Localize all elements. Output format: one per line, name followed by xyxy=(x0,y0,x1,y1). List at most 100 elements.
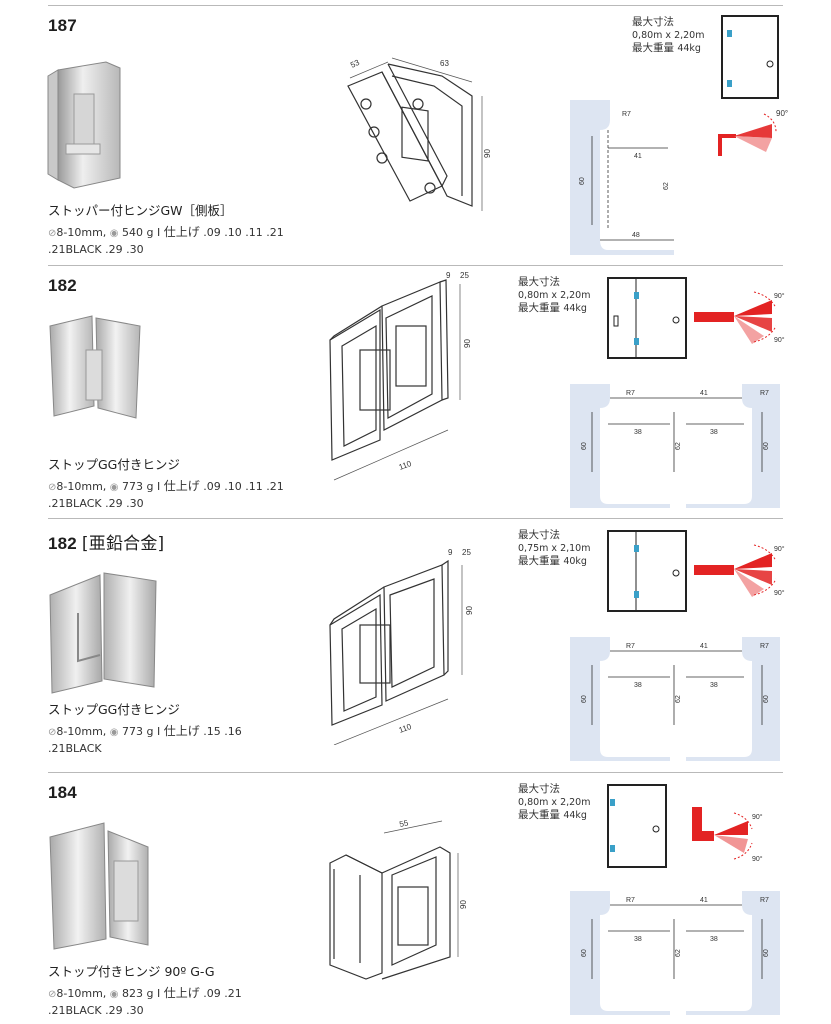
product-code: 182 [亜鉛合金] xyxy=(48,534,165,554)
separator xyxy=(48,772,783,773)
door-diagram xyxy=(721,15,779,99)
weight-icon: ◉ xyxy=(109,482,119,493)
product-spec: ⊘8-10mm, ◉ 773 g I 仕上げ .15 .16 .21BLACK xyxy=(48,724,242,755)
product-182-zinc: 182 [亜鉛合金] ストップGG付きヒンジ ⊘8-10mm, ◉ 773 g … xyxy=(0,519,831,772)
svg-text:R7: R7 xyxy=(760,643,769,650)
product-spec: ⊘8-10mm, ◉ 823 g I 仕上げ .09 .21 .21BLACK … xyxy=(48,986,242,1017)
product-photo xyxy=(49,315,141,419)
product-spec: ⊘8-10mm, ◉ 773 g I 仕上げ .09 .10 .11 .21 .… xyxy=(48,479,284,510)
separator xyxy=(48,265,783,266)
svg-text:90: 90 xyxy=(463,339,472,348)
svg-text:62: 62 xyxy=(663,182,670,190)
glass-thickness-icon: ⊘ xyxy=(48,228,57,239)
svg-text:38: 38 xyxy=(710,682,718,689)
product-photo xyxy=(47,61,121,189)
svg-text:90°: 90° xyxy=(774,589,785,597)
svg-text:25: 25 xyxy=(462,548,471,557)
svg-text:55: 55 xyxy=(399,818,410,829)
separator xyxy=(48,518,783,519)
svg-text:90°: 90° xyxy=(774,336,785,344)
svg-text:R7: R7 xyxy=(760,390,769,397)
svg-text:90°: 90° xyxy=(752,855,763,863)
max-limits: 最大寸法 0,80m x 2,20m 最大重量 44kg xyxy=(518,783,591,821)
svg-text:38: 38 xyxy=(634,936,642,943)
svg-text:90°: 90° xyxy=(774,545,785,553)
svg-text:60: 60 xyxy=(579,177,586,185)
svg-text:62: 62 xyxy=(675,442,682,450)
svg-text:60: 60 xyxy=(763,442,770,450)
max-limits: 最大寸法 0,80m x 2,20m 最大重量 44kg xyxy=(518,276,591,314)
svg-text:60: 60 xyxy=(763,695,770,703)
svg-text:90: 90 xyxy=(465,606,474,615)
opening-angle-diagram: 90° xyxy=(718,109,788,156)
max-limits: 最大寸法 0,75m x 2,10m 最大重量 40kg xyxy=(518,529,591,567)
door-diagram xyxy=(607,784,667,868)
svg-text:90: 90 xyxy=(483,149,492,158)
svg-text:110: 110 xyxy=(398,722,414,735)
svg-text:41: 41 xyxy=(700,643,708,650)
svg-text:38: 38 xyxy=(710,429,718,436)
opening-angle-diagram: 90° 90° xyxy=(694,544,785,597)
separator xyxy=(48,5,783,6)
svg-text:38: 38 xyxy=(710,936,718,943)
door-diagram xyxy=(607,277,687,359)
svg-text:62: 62 xyxy=(675,949,682,957)
svg-text:90: 90 xyxy=(459,900,468,909)
product-code: 182 xyxy=(48,276,77,295)
svg-text:60: 60 xyxy=(581,442,588,450)
product-photo xyxy=(49,822,149,950)
svg-text:9: 9 xyxy=(448,548,453,557)
svg-text:41: 41 xyxy=(700,897,708,904)
weight-icon: ◉ xyxy=(109,727,119,738)
product-name: ストップGG付きヒンジ xyxy=(48,702,180,717)
glass-thickness-icon: ⊘ xyxy=(48,727,57,738)
weight-icon: ◉ xyxy=(109,228,119,239)
product-name: ストップGG付きヒンジ xyxy=(48,457,180,472)
mounting-plan: R7 41 60 62 48 xyxy=(570,100,674,255)
glass-thickness-icon: ⊘ xyxy=(48,989,57,1000)
max-limits: 最大寸法 0,80m x 2,20m 最大重量 44kg xyxy=(632,16,705,54)
product-spec: ⊘8-10mm, ◉ 540 g I 仕上げ .09 .10 .11 .21 .… xyxy=(48,225,284,256)
technical-drawing: 9 25 90 110 xyxy=(329,548,474,745)
svg-text:41: 41 xyxy=(700,390,708,397)
technical-drawing: 53 63 90 xyxy=(347,58,492,211)
technical-drawing: 9 25 90 110 xyxy=(329,271,472,481)
weight-icon: ◉ xyxy=(109,989,119,1000)
svg-text:25: 25 xyxy=(460,271,469,280)
svg-text:60: 60 xyxy=(581,949,588,957)
svg-text:62: 62 xyxy=(675,695,682,703)
svg-text:90°: 90° xyxy=(752,813,763,821)
product-code: 187 xyxy=(48,16,77,35)
technical-drawing: 55 90 xyxy=(329,818,468,980)
product-182: 182 ストップGG付きヒンジ ⊘8-10mm, ◉ 773 g I 仕上げ .… xyxy=(0,266,831,518)
svg-text:9: 9 xyxy=(446,271,451,280)
opening-angle-diagram: 90° 90° xyxy=(694,291,785,344)
product-photo xyxy=(49,572,157,694)
svg-text:38: 38 xyxy=(634,429,642,436)
product-code: 184 xyxy=(48,783,77,802)
opening-angle-diagram: 90° 90° xyxy=(692,807,763,863)
svg-text:R7: R7 xyxy=(760,897,769,904)
mounting-plan: R7 R7 41 38 38 60 62 60 xyxy=(570,384,780,508)
svg-text:90°: 90° xyxy=(776,109,788,118)
product-187: 187 ストッパー付ヒンジGW［側板］ ⊘8-10mm, ◉ 540 g I 仕… xyxy=(0,6,831,265)
svg-text:38: 38 xyxy=(634,682,642,689)
svg-text:60: 60 xyxy=(763,949,770,957)
product-name: ストッパー付ヒンジGW［側板］ xyxy=(48,203,233,218)
product-184: 184 ストップ付きヒンジ 90º G-G ⊘8-10mm, ◉ 823 g I… xyxy=(0,773,831,1024)
svg-text:R7: R7 xyxy=(622,111,631,118)
svg-text:63: 63 xyxy=(440,59,449,68)
svg-text:41: 41 xyxy=(634,153,642,160)
svg-text:R7: R7 xyxy=(626,643,635,650)
svg-text:53: 53 xyxy=(349,58,361,70)
svg-text:110: 110 xyxy=(398,459,414,472)
svg-text:R7: R7 xyxy=(626,897,635,904)
svg-text:60: 60 xyxy=(581,695,588,703)
door-diagram xyxy=(607,530,687,612)
mounting-plan: R7 R7 41 38 38 60 62 60 xyxy=(570,637,780,761)
glass-thickness-icon: ⊘ xyxy=(48,482,57,493)
product-name: ストップ付きヒンジ 90º G-G xyxy=(48,964,215,979)
svg-text:R7: R7 xyxy=(626,390,635,397)
svg-text:48: 48 xyxy=(632,232,640,239)
svg-text:90°: 90° xyxy=(774,292,785,300)
